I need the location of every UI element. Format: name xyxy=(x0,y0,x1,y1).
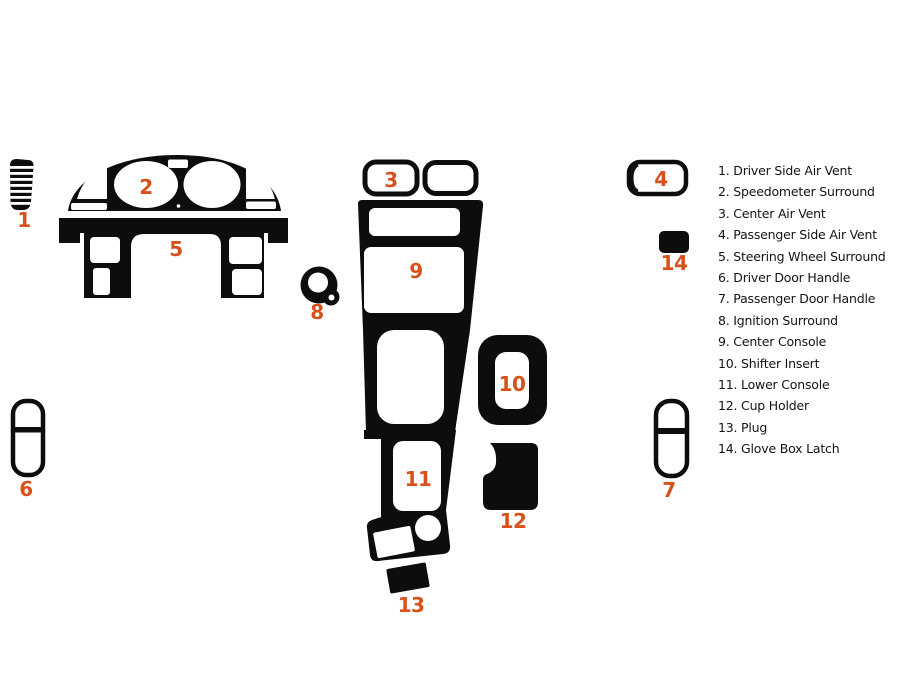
driver-door-handle-shape xyxy=(10,398,46,478)
legend-item: 10. Shifter Insert xyxy=(718,355,820,371)
speedometer-surround-shape xyxy=(68,155,281,211)
part-marker-10: 10 xyxy=(498,372,526,396)
center-air-vent-shape xyxy=(362,159,479,197)
ignition-surround-shape xyxy=(300,266,340,306)
driver-side-air-vent-shape xyxy=(10,159,34,210)
part-marker-6: 6 xyxy=(19,477,33,501)
steering-wheel-surround-shape xyxy=(59,218,288,299)
legend-item: 2. Speedometer Surround xyxy=(718,184,875,200)
plug-shape xyxy=(386,562,430,594)
legend-item: 14. Glove Box Latch xyxy=(718,441,840,457)
shifter-insert-shape xyxy=(478,335,547,425)
center-console-shape xyxy=(358,200,484,437)
glove-box-latch-shape xyxy=(659,231,689,253)
part-marker-1: 1 xyxy=(17,208,31,232)
part-marker-5: 5 xyxy=(169,237,183,261)
part-marker-11: 11 xyxy=(404,467,432,491)
part-marker-8: 8 xyxy=(310,300,324,324)
legend-item: 5. Steering Wheel Surround xyxy=(718,248,886,264)
part-marker-14: 14 xyxy=(660,251,688,275)
part-marker-3: 3 xyxy=(384,168,398,192)
part-marker-9: 9 xyxy=(409,259,423,283)
lower-console-shape xyxy=(364,430,456,562)
part-marker-2: 2 xyxy=(139,175,153,199)
passenger-door-handle-shape xyxy=(653,398,690,479)
legend-item: 6. Driver Door Handle xyxy=(718,269,851,285)
legend-item: 8. Ignition Surround xyxy=(718,312,838,328)
legend-item: 13. Plug xyxy=(718,419,768,435)
part-marker-4: 4 xyxy=(654,167,668,191)
legend-item: 7. Passenger Door Handle xyxy=(718,291,876,307)
legend-item: 11. Lower Console xyxy=(718,376,830,392)
part-marker-12: 12 xyxy=(499,509,527,533)
legend-item: 1. Driver Side Air Vent xyxy=(718,163,852,178)
legend: 1. Driver Side Air Vent 2. Speedometer Su… xyxy=(718,160,886,459)
cup-holder-shape xyxy=(483,443,538,510)
legend-item: 3. Center Air Vent xyxy=(718,205,826,221)
passenger-side-air-vent-shape xyxy=(626,159,689,197)
legend-item: 9. Center Console xyxy=(718,334,827,350)
part-marker-13: 13 xyxy=(397,593,425,617)
legend-item: 4. Passenger Side Air Vent xyxy=(718,227,877,243)
legend-item: 12. Cup Holder xyxy=(718,398,809,414)
part-marker-7: 7 xyxy=(662,478,676,502)
